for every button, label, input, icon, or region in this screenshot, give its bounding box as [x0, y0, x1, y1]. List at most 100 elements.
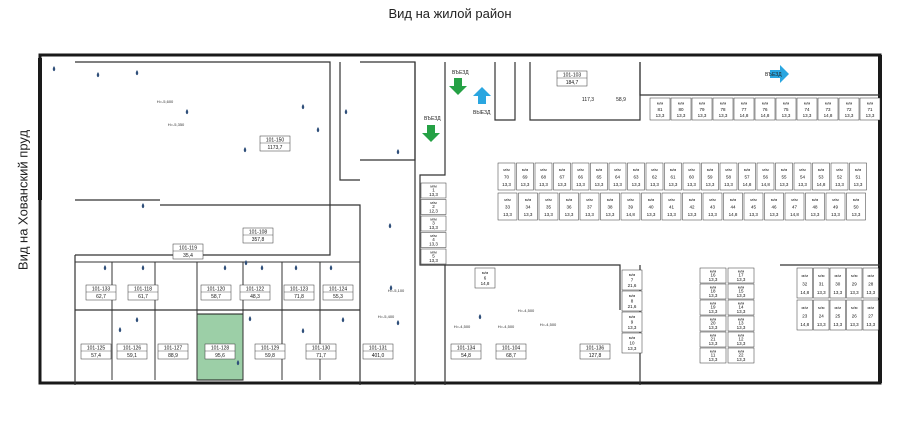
- parking-space-4[interactable]: м/м413,3: [420, 232, 447, 248]
- parking-space-62[interactable]: м/м6213,3: [645, 162, 664, 191]
- parking-space-59[interactable]: м/м5913,3: [701, 162, 719, 191]
- parking-space-44[interactable]: м/м4414,8: [723, 192, 743, 221]
- parking-space-72[interactable]: м/м7213,3: [838, 97, 860, 121]
- unit-101-131[interactable]: 101-131401,0: [362, 343, 394, 360]
- parking-space-38[interactable]: м/м3813,3: [600, 192, 620, 221]
- unit-101-129[interactable]: 101-12959,8: [254, 343, 286, 360]
- parking-space-9[interactable]: м/м913,3: [621, 311, 643, 333]
- parking-space-57[interactable]: м/м5714,8: [738, 162, 756, 191]
- parking-space-75[interactable]: м/м7513,3: [775, 97, 797, 121]
- parking-space-36[interactable]: м/м3613,3: [559, 192, 579, 221]
- parking-space-54[interactable]: м/м5413,3: [793, 162, 812, 191]
- parking-space-1[interactable]: м/м113,3: [420, 182, 447, 199]
- parking-space-11[interactable]: м/м1113,3: [699, 347, 727, 364]
- parking-space-79[interactable]: м/м7913,3: [691, 97, 713, 121]
- parking-space-47[interactable]: м/м4714,8: [784, 192, 805, 221]
- parking-space-71[interactable]: м/м7113,3: [859, 97, 881, 121]
- parking-space-42[interactable]: м/м4213,3: [682, 192, 702, 221]
- parking-space-14[interactable]: м/м1413,3: [727, 299, 755, 316]
- parking-space-7[interactable]: м/м721,6: [621, 269, 643, 291]
- parking-space-67[interactable]: м/м6713,3: [553, 162, 571, 191]
- parking-space-56[interactable]: м/м5614,8: [756, 162, 775, 191]
- unit-101-133[interactable]: 101-13362,7: [85, 284, 117, 301]
- parking-space-40[interactable]: м/м4013,3: [641, 192, 661, 221]
- parking-space-21[interactable]: м/м2113,3: [699, 331, 727, 348]
- unit-101-128[interactable]: 101-12895,6: [204, 343, 236, 360]
- parking-space-78[interactable]: м/м7813,3: [712, 97, 734, 121]
- parking-space-28[interactable]: м/м2813,3: [862, 267, 879, 299]
- parking-space-17[interactable]: м/м1713,3: [727, 267, 755, 284]
- parking-space-63[interactable]: м/м6313,3: [627, 162, 645, 191]
- unit-101-104[interactable]: 101-10468,7: [495, 343, 527, 360]
- unit-101-122[interactable]: 101-12248,3: [239, 284, 271, 301]
- parking-space-5[interactable]: м/м513,3: [420, 248, 447, 265]
- unit-101-120[interactable]: 101-12058,7: [200, 284, 232, 301]
- parking-space-18[interactable]: м/м1813,3: [699, 283, 727, 300]
- parking-space-15[interactable]: м/м1513,3: [727, 283, 755, 300]
- unit-101-125[interactable]: 101-12557,4: [80, 343, 112, 360]
- unit-101-136[interactable]: 101-136127,8: [579, 343, 611, 360]
- unit-101-126[interactable]: 101-12659,1: [116, 343, 148, 360]
- parking-space-46[interactable]: м/м4613,3: [764, 192, 784, 221]
- parking-space-29[interactable]: м/м2913,3: [846, 267, 863, 299]
- parking-space-22[interactable]: м/м2213,3: [727, 347, 755, 364]
- parking-space-81[interactable]: м/м8113,3: [649, 97, 671, 121]
- parking-space-34[interactable]: м/м3413,3: [518, 192, 538, 221]
- parking-space-25[interactable]: м/м2513,3: [829, 299, 846, 331]
- unit-101-150[interactable]: 101-1501173,7: [259, 135, 291, 152]
- parking-space-52[interactable]: м/м5213,3: [830, 162, 849, 191]
- parking-space-33[interactable]: м/м3313,3: [497, 192, 518, 221]
- parking-space-50[interactable]: м/м5013,3: [846, 192, 866, 221]
- parking-space-27[interactable]: м/м2713,3: [862, 299, 879, 331]
- unit-101-123[interactable]: 101-12371,8: [283, 284, 315, 301]
- unit-101-118[interactable]: 101-11861,7: [127, 284, 159, 301]
- parking-space-13[interactable]: м/м1313,3: [727, 315, 755, 332]
- unit-101-127[interactable]: 101-12788,9: [157, 343, 189, 360]
- parking-space-53[interactable]: м/м5314,8: [812, 162, 830, 191]
- parking-space-10[interactable]: м/м1013,3: [621, 332, 643, 354]
- parking-space-80[interactable]: м/м8013,3: [670, 97, 692, 121]
- parking-space-30[interactable]: м/м3013,3: [829, 267, 846, 299]
- parking-space-73[interactable]: м/м7314,8: [817, 97, 839, 121]
- parking-space-2[interactable]: м/м212,3: [420, 199, 447, 215]
- parking-space-69[interactable]: м/м6913,3: [516, 162, 534, 191]
- parking-space-6[interactable]: м/м614,8: [474, 267, 496, 289]
- parking-space-58[interactable]: м/м5813,3: [719, 162, 738, 191]
- parking-space-70[interactable]: м/м7013,3: [497, 162, 516, 191]
- parking-space-61[interactable]: м/м6113,3: [664, 162, 682, 191]
- unit-101-119[interactable]: 101-11935,4: [172, 243, 204, 260]
- parking-space-45[interactable]: м/м4513,3: [743, 192, 764, 221]
- parking-space-43[interactable]: м/м4313,3: [702, 192, 723, 221]
- parking-space-8[interactable]: м/м821,6: [621, 290, 643, 312]
- parking-space-76[interactable]: м/м7614,8: [754, 97, 776, 121]
- parking-space-31[interactable]: м/м3113,3: [813, 267, 830, 299]
- parking-space-16[interactable]: м/м1613,3: [699, 267, 727, 284]
- parking-space-51[interactable]: м/м5113,3: [849, 162, 867, 191]
- unit-101-130[interactable]: 101-13071,7: [305, 343, 337, 360]
- parking-space-26[interactable]: м/м2613,3: [846, 299, 863, 331]
- parking-space-12[interactable]: м/м1213,3: [727, 331, 755, 348]
- parking-space-20[interactable]: м/м2013,3: [699, 315, 727, 332]
- unit-101-134[interactable]: 101-13454,8: [450, 343, 482, 360]
- parking-space-32[interactable]: м/м3214,8: [796, 267, 813, 299]
- parking-space-3[interactable]: м/м313,3: [420, 215, 447, 232]
- unit-101-103[interactable]: 101-103184,7: [556, 70, 588, 87]
- parking-space-68[interactable]: м/м6813,3: [534, 162, 553, 191]
- parking-space-74[interactable]: м/м7413,3: [796, 97, 818, 121]
- unit-101-124[interactable]: 101-12455,3: [322, 284, 354, 301]
- parking-space-35[interactable]: м/м3513,3: [538, 192, 559, 221]
- parking-space-24[interactable]: м/м2413,3: [813, 299, 830, 331]
- parking-space-66[interactable]: м/м6613,3: [571, 162, 590, 191]
- parking-space-49[interactable]: м/м4913,3: [825, 192, 846, 221]
- parking-space-23[interactable]: м/м2314,8: [796, 299, 813, 331]
- parking-space-65[interactable]: м/м6513,3: [590, 162, 608, 191]
- parking-space-48[interactable]: м/м4813,3: [805, 192, 825, 221]
- parking-space-77[interactable]: м/м7714,8: [733, 97, 755, 121]
- parking-space-37[interactable]: м/м3713,3: [579, 192, 600, 221]
- parking-space-41[interactable]: м/м4113,3: [661, 192, 682, 221]
- unit-101-108[interactable]: 101-108357,8: [242, 227, 274, 244]
- parking-space-55[interactable]: м/м5513,3: [775, 162, 793, 191]
- parking-space-64[interactable]: м/м6413,3: [608, 162, 627, 191]
- parking-space-60[interactable]: м/м6013,3: [682, 162, 701, 191]
- parking-space-39[interactable]: м/м3914,8: [620, 192, 641, 221]
